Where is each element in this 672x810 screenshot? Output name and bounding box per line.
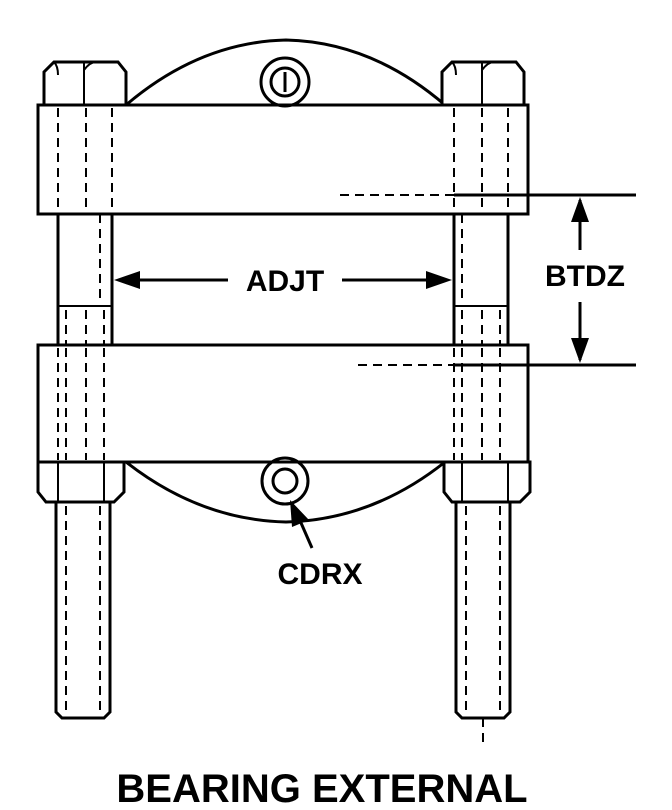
cdrx-label: CDRX — [277, 558, 362, 591]
top-screw-outer — [259, 56, 311, 108]
right-bottom-hex-nut — [442, 460, 532, 504]
right-nut-chamfer-a — [451, 61, 457, 76]
left-bolt-shaft-middle — [56, 212, 114, 347]
btdz-arrow-bottom — [571, 338, 589, 363]
right-bolt-lower-shaft — [454, 500, 512, 720]
adjt-label: ADJT — [246, 265, 324, 298]
drawing-title: BEARING EXTERNAL — [116, 767, 527, 810]
bottom-screw-inner — [271, 467, 299, 495]
left-nut-chamfer-a — [53, 61, 59, 76]
left-nut-chamfer-b — [83, 61, 97, 71]
bottom-screw-outer — [260, 456, 310, 506]
lower-cross-plate — [36, 343, 530, 464]
cdrx-arrow — [290, 500, 309, 527]
adjt-arrow-left — [114, 271, 140, 289]
left-bottom-hex-nut — [36, 460, 126, 504]
top-screw-inner — [269, 66, 301, 98]
adjt-arrow-right — [426, 271, 452, 289]
btdz-label: BTDZ — [545, 260, 625, 293]
left-bolt-lower-shaft — [54, 500, 112, 720]
btdz-arrow-top — [571, 197, 589, 222]
right-nut-chamfer-b — [481, 61, 495, 71]
